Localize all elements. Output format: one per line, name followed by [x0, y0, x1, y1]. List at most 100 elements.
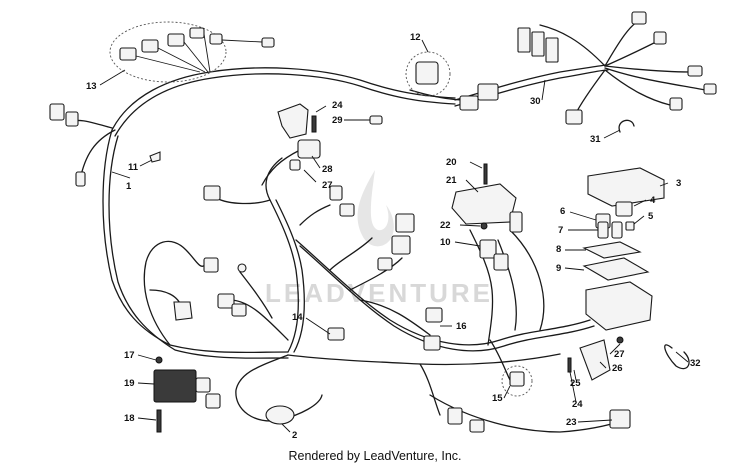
screw: [567, 357, 572, 373]
connector: [459, 95, 479, 111]
callout-30: 30: [530, 96, 541, 107]
main-harness-wires: [69, 19, 706, 433]
connector: [565, 109, 583, 125]
connector: [119, 47, 137, 61]
connector: [65, 111, 79, 127]
callout-14: 14: [292, 312, 303, 323]
connector: [217, 293, 235, 309]
callout-21: 21: [446, 175, 457, 186]
connector: [141, 39, 159, 53]
fuse: [625, 221, 635, 231]
connector: [477, 83, 499, 101]
callout-13: 13: [86, 81, 97, 92]
connector: [203, 257, 219, 273]
connector: [631, 11, 647, 25]
connector: [425, 307, 443, 323]
connector: [391, 235, 411, 255]
connector: [289, 159, 301, 171]
callout-10: 10: [440, 237, 451, 248]
bolt: [156, 409, 162, 433]
connector: [167, 33, 185, 47]
fuse-panel: [582, 241, 642, 259]
bolt: [311, 115, 317, 133]
connector: [509, 371, 525, 387]
washer: [155, 356, 163, 364]
callout-7: 7: [558, 225, 563, 236]
connector: [653, 31, 667, 45]
callout-6: 6: [560, 206, 565, 217]
fuse-block: [545, 37, 559, 63]
callout-29: 29: [332, 115, 343, 126]
connector: [703, 83, 717, 95]
callout-32: 32: [690, 358, 701, 369]
callout-24b: 24: [572, 399, 583, 410]
render-credit: Rendered by LeadVenture, Inc.: [288, 449, 462, 463]
callout-16: 16: [456, 321, 467, 332]
callout-19: 19: [124, 378, 135, 389]
callout-5: 5: [648, 211, 654, 222]
connector: [415, 61, 439, 85]
fuse-box-cover: [587, 167, 665, 207]
callout-leaders: [99, 39, 689, 433]
watermark-text: LEADVENTURE: [265, 278, 493, 308]
nut: [616, 336, 624, 344]
callout-25: 25: [570, 378, 581, 389]
flame-logo-icon: [357, 170, 394, 247]
connector: [203, 185, 221, 201]
sensor: [173, 301, 193, 321]
callout-24a: 24: [332, 100, 343, 111]
connector: [447, 407, 463, 425]
clip-ring: [664, 344, 690, 370]
screw: [483, 163, 488, 185]
callout-26: 26: [612, 363, 623, 374]
connector: [377, 257, 393, 271]
callout-15: 15: [492, 393, 503, 404]
relay: [615, 201, 633, 217]
relay: [611, 221, 623, 239]
connector: [339, 203, 355, 217]
callout-18: 18: [124, 413, 135, 424]
connector-outline: [405, 51, 451, 97]
callout-23: 23: [566, 417, 577, 428]
callout-3: 3: [676, 178, 681, 189]
components: [49, 11, 717, 433]
connector: [195, 377, 211, 393]
relay: [597, 221, 609, 239]
relay-connector: [297, 139, 321, 159]
connector: [669, 97, 683, 111]
connector-group-outline: [109, 21, 227, 83]
connector: [231, 303, 247, 317]
connector: [509, 211, 523, 233]
connector: [49, 103, 65, 121]
callout-28: 28: [322, 164, 333, 175]
connector: [395, 213, 415, 233]
callout-22: 22: [440, 220, 451, 231]
callout-8: 8: [556, 244, 561, 255]
callout-labels: 1 2 3 4 5 6 7 8 9 10 11 12 13 14 15 16 1…: [86, 32, 701, 441]
connector: [469, 419, 485, 433]
connector: [327, 327, 345, 341]
callout-20: 20: [446, 157, 457, 168]
connector: [493, 253, 509, 271]
connector: [687, 65, 703, 77]
callout-27b: 27: [614, 349, 625, 360]
connector: [329, 185, 343, 201]
connector: [369, 115, 383, 125]
watermark: LEADVENTURE: [265, 170, 493, 308]
voltage-regulator: [153, 369, 197, 403]
callout-2: 2: [292, 430, 297, 441]
ring-terminal: [237, 263, 247, 273]
callout-11: 11: [128, 162, 139, 173]
fuse-block: [517, 27, 531, 53]
connector: [189, 27, 205, 39]
connector: [261, 37, 275, 48]
callout-1: 1: [126, 181, 132, 192]
nut: [480, 222, 488, 230]
control-module: [451, 183, 517, 225]
connector: [209, 33, 223, 45]
fuse-holder: [265, 405, 295, 425]
callout-12: 12: [410, 32, 421, 43]
fuse-box-base: [585, 281, 653, 331]
connector: [479, 239, 497, 259]
